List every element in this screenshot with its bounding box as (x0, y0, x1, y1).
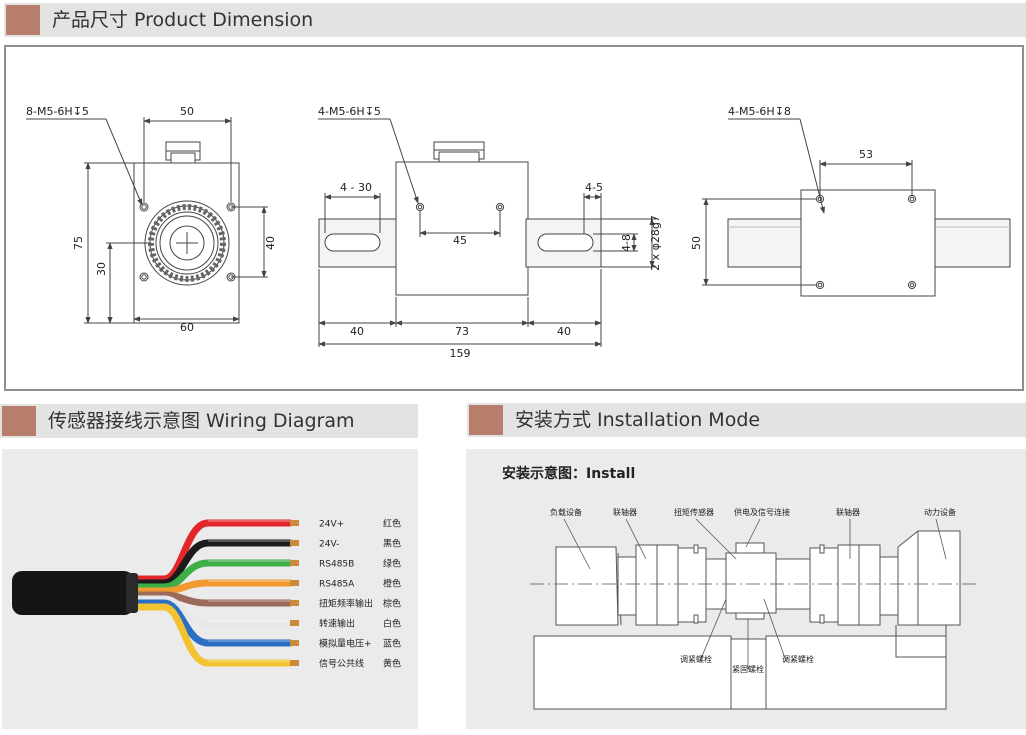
top-hole-spacing: 53 (859, 148, 873, 161)
side-shaft-diameter: 2 x φ28g7 (649, 215, 662, 271)
front-width-bottom: 60 (180, 321, 194, 334)
front-view: 8-M5-6H↧5 50 75 30 40 60 (26, 105, 277, 334)
install-heading: 安装示意图：Install (502, 466, 636, 482)
install-panel: 安装示意图：Install (466, 449, 1026, 729)
section-marker (469, 405, 503, 435)
front-thread-callout: 8-M5-6H↧5 (26, 105, 89, 118)
wire-color-label: 蓝色 (383, 638, 401, 650)
product-dimension-header: 产品尺寸 Product Dimension (4, 3, 1026, 37)
wire-tip (290, 640, 299, 646)
power-device (897, 530, 961, 626)
wire-color-label: 黑色 (383, 538, 401, 550)
wire-tip (290, 520, 299, 526)
wiring-diagram-header: 传感器接线示意图 Wiring Diagram (0, 404, 418, 438)
wire-signal-label: 转速输出 (319, 618, 355, 630)
wire-tip (290, 540, 299, 546)
wire-tip (290, 560, 299, 566)
dimension-drawing: 8-M5-6H↧5 50 75 30 40 60 (26, 105, 1011, 360)
front-width-top: 50 (180, 105, 194, 118)
side-shaft-left: 40 (350, 325, 364, 338)
wire-tip (290, 600, 299, 606)
wire-signal-label: 扭矩频率输出 (319, 598, 373, 610)
load-device (555, 546, 619, 626)
wire-color-label: 橙色 (383, 578, 401, 590)
side-body-length: 73 (455, 325, 469, 338)
top-shaft-right (933, 218, 1011, 268)
wire-5 (130, 595, 294, 627)
side-view: 4-M5-6H↧5 4 - 30 45 4-5 4-8 2 (318, 105, 662, 360)
wire-color-label: 棕色 (383, 598, 401, 610)
wire-tip (290, 660, 299, 666)
front-right-height: 40 (264, 236, 277, 250)
wire-6 (130, 599, 294, 647)
top-view: 4-M5-6H↧8 53 50 (690, 105, 1011, 297)
top-height: 50 (690, 236, 703, 250)
label-torque-sensor: 扭矩传感器 (674, 507, 714, 517)
side-keyway-length: 4 - 30 (340, 181, 372, 194)
top-shaft-left (727, 218, 805, 268)
wire-color-label: 黄色 (383, 658, 401, 670)
side-key-depth: 4-8 (620, 234, 633, 252)
wire-color-label: 白色 (383, 618, 401, 630)
label-power-device: 动力设备 (924, 507, 956, 517)
installation-mode-header: 安装方式 Installation Mode (467, 403, 1026, 437)
wire-1 (130, 539, 294, 587)
label-power-signal: 供电及信号连接 (734, 507, 790, 517)
label-adjust-bolt-right: 调紧螺栓 (782, 654, 814, 664)
wire-7 (130, 603, 294, 667)
side-body (395, 161, 529, 296)
label-adjust-bolt-left: 调紧螺栓 (680, 654, 712, 664)
side-total-length: 159 (450, 347, 471, 360)
wire-2 (130, 559, 294, 591)
wire-0 (130, 519, 294, 583)
side-key-width: 4-5 (585, 181, 603, 194)
top-thread-callout: 4-M5-6H↧8 (728, 105, 791, 118)
wire-color-label: 红色 (383, 518, 401, 530)
section-title: 传感器接线示意图 Wiring Diagram (48, 410, 355, 432)
install-drawing: 负载设备 联轴器 扭矩传感器 供电及信号连接 联轴器 动力设备 调紧螺栓 紧固螺… (530, 507, 980, 710)
front-height-center: 30 (95, 262, 108, 276)
side-hole-spacing: 45 (453, 234, 467, 247)
dimension-panel: 8-M5-6H↧5 50 75 30 40 60 (4, 45, 1024, 391)
label-coupling-left: 联轴器 (613, 507, 637, 517)
wire-tip (290, 620, 299, 626)
label-coupling-right: 联轴器 (836, 507, 860, 517)
wire-tip (290, 580, 299, 586)
wiring-drawing: 24V+ 红色 24V- 黑色 RS485B 绿色 RS485A 橙色扭矩频率输出棕色转速输出… (12, 518, 401, 670)
side-thread-callout: 4-M5-6H↧5 (318, 105, 381, 118)
torque-sensor (725, 552, 777, 614)
front-height-total: 75 (72, 236, 85, 250)
wire-3 (130, 579, 294, 595)
section-title: 产品尺寸 Product Dimension (52, 9, 314, 31)
top-body (800, 189, 936, 297)
wiring-panel: 24V+ 红色 24V- 黑色 RS485B 绿色 RS485A 橙色扭矩频率输出棕色转速输出… (2, 449, 418, 729)
wire-color-label: 绿色 (383, 558, 401, 570)
wire-signal-label: 模拟量电压+ (319, 638, 372, 650)
wire-4 (130, 591, 294, 607)
section-title: 安装方式 Installation Mode (515, 409, 761, 431)
label-load-device: 负载设备 (550, 507, 582, 517)
wire-signal-label: 信号公共线 (319, 658, 364, 670)
section-marker (6, 5, 40, 35)
wire-signal-label: 24V- (319, 540, 339, 550)
cable-jacket (12, 571, 134, 615)
label-fasten-bolt: 紧固螺栓 (732, 664, 764, 674)
wire-signal-label: RS485B (319, 560, 354, 570)
wire-signal-label: RS485A (319, 580, 355, 590)
section-marker (2, 406, 36, 436)
side-shaft-right: 40 (557, 325, 571, 338)
wire-signal-label: 24V+ (319, 520, 344, 530)
